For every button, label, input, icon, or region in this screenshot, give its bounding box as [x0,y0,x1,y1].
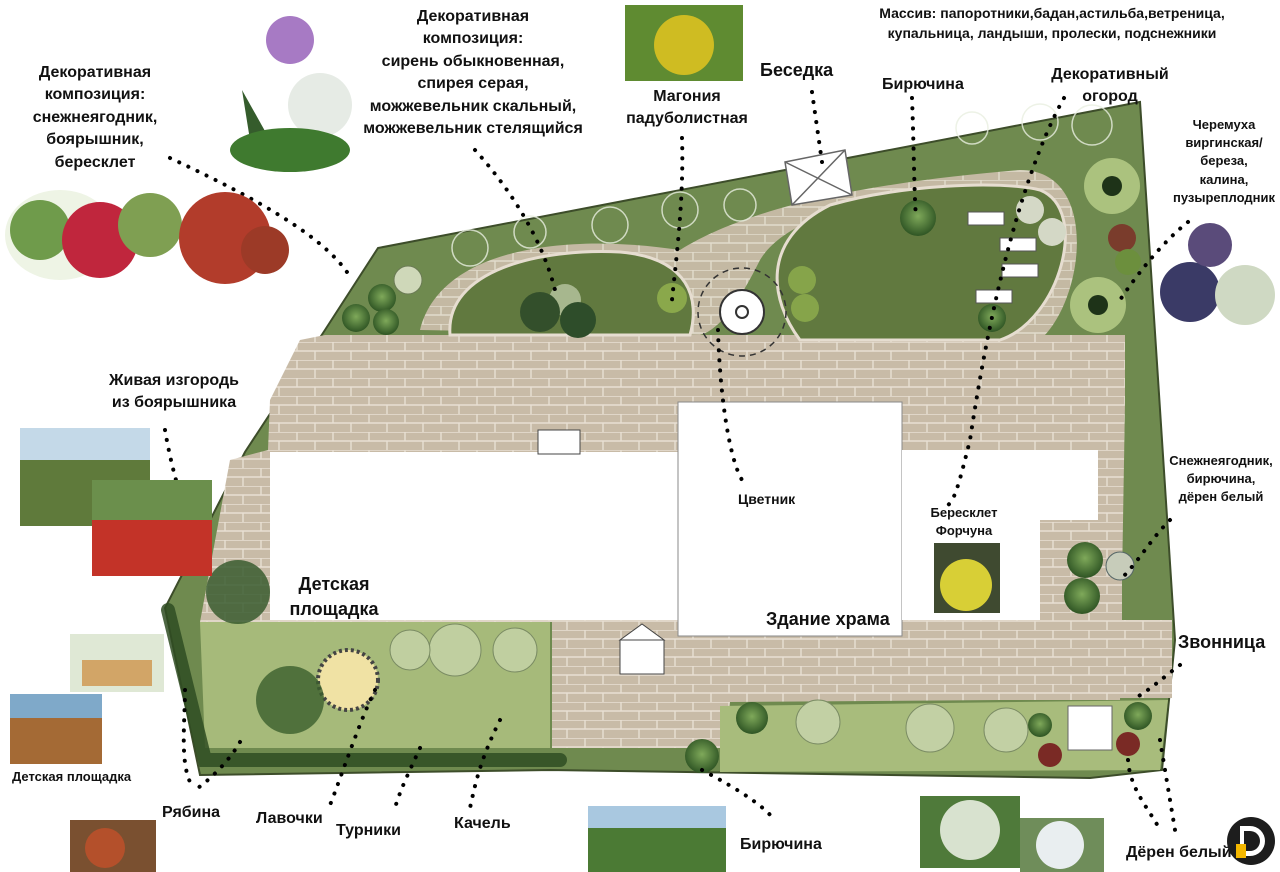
label-rowan: Рябина [162,804,221,821]
label-line: виргинская/ [1185,135,1263,151]
label-line: композиция: [44,86,146,104]
label-cherry: Черемуха виргинская/ береза, калина, пуз… [1168,116,1280,207]
label-line: боярышник, [46,131,144,149]
photo-dogwood [920,796,1104,872]
garden-beds [967,211,1039,304]
photo-magonia-flowers [654,15,714,75]
label-line: Форчуна [935,523,993,539]
label-line: из боярышника [111,394,237,412]
entrance-icon [618,623,666,675]
label-bars: Турники [336,822,401,839]
label-line: бирючина, [1186,471,1256,487]
label-deco-top: Декоративная композиция: сирень обыкнове… [348,6,598,140]
label-line: Снежнеягодник, [1169,453,1273,468]
label-line: Живая изгородь [109,372,239,389]
label-privet-bottom: Бирючина [740,836,822,853]
sandpit-icon [316,648,380,712]
label-hedge: Живая изгородь из боярышника [96,370,252,415]
label-belfry: Звонница [1178,632,1266,652]
label-line: Детская [298,574,370,594]
label-euonymus: Бересклет Форчуна [926,504,1002,540]
label-line: купальница, ландыши, пролески, подснежни… [887,24,1217,41]
photo-rowan-berries [85,828,125,868]
label-line: сирень обыкновенная, [381,52,565,70]
label-massif: Массив: папоротники,бадан,астильба,ветре… [852,4,1252,43]
label-magonia: Магония падуболистная [612,86,762,131]
label-line: береза, [1200,153,1248,169]
label-garden: Декоративный огород [1040,64,1180,109]
flowerbed-icon [697,267,787,357]
label-privet-top: Бирючина [882,76,964,93]
photo-deco-top [230,16,352,172]
label-line: снежнеягодник, [32,108,158,126]
label-line: площадка [289,599,379,620]
temple-building [677,401,903,637]
label-deco-left: Декоративная композиция: снежнеягодник, … [20,62,170,174]
label-flowerbed: Цветник [738,491,796,507]
logo-icon [1227,817,1275,865]
label-snowberry-right: Снежнеягодник, бирючина, дёрен белый [1162,452,1280,507]
photo-euonymus [934,543,1000,613]
photo-cherry [1160,223,1275,325]
label-playground-photo: Детская площадка [12,769,132,784]
gate-icon [537,429,581,455]
label-line: Черемуха [1192,117,1256,132]
label-line: пузыреплодник [1173,189,1275,205]
leader-lines [163,90,1190,832]
label-line: огород [1082,88,1138,106]
label-line: Бересклет [930,505,998,520]
label-line: композиция: [422,30,524,48]
label-line: можжевельник стелящийся [363,119,583,137]
label-temple: Здание храма [766,609,890,629]
label-line: Магония [653,88,721,105]
building-left [270,452,680,620]
label-line: можжевельник скальный, [369,97,577,115]
belfry-icon [1067,705,1113,751]
label-benches: Лавочки [256,810,323,827]
label-line: дёрен белый [1178,489,1264,505]
label-line: спирея серая, [417,75,529,93]
label-line: бересклет [54,153,136,171]
label-line: Массив: папоротники,бадан,астильба,ветре… [879,5,1225,21]
photo-deco-left [5,190,289,284]
label-line: Декоративная [416,8,530,25]
label-line: Декоративная [38,64,152,81]
tree-outlines [451,103,1113,267]
label-dogwood: Дёрен белый [1126,844,1232,861]
label-gazebo: Беседка [760,60,834,80]
trees [206,158,1152,773]
hedge-left [161,603,567,767]
photo-privet-bottom [588,806,726,872]
label-swing: Качель [454,815,511,832]
label-playground: Детская площадка [278,572,390,622]
label-line: Декоративный [1051,66,1169,83]
gazebo-icon [784,149,853,206]
photo-hedge [20,428,212,576]
photo-playground [10,634,164,764]
label-line: калина, [1199,171,1249,187]
label-line: падуболистная [626,110,748,128]
